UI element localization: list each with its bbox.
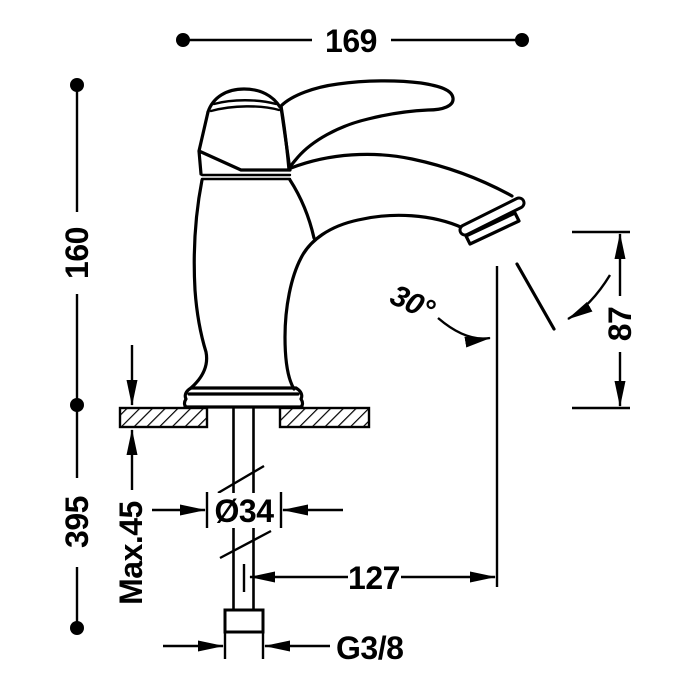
faucet-body [182, 79, 526, 409]
body-joint-lines [200, 173, 292, 181]
dim-label-spout-reach: 127 [348, 560, 400, 596]
dim-label-hole-diameter: Ø34 [215, 493, 275, 529]
dimension-height-above-deck: 160 [59, 78, 95, 412]
rotation-arc-arrow [567, 274, 612, 321]
angle-arc-arrow [437, 317, 491, 348]
dimension-inlet-thread: G3/8 [163, 630, 404, 666]
base-escutcheon [182, 386, 305, 409]
dimension-height-below-deck: 395 [59, 405, 95, 635]
deck-hatch-right [278, 406, 371, 429]
lever-handle [279, 79, 455, 172]
countertop-section [118, 406, 371, 429]
dim-label-height-below-deck: 395 [59, 496, 95, 548]
dimension-hole-diameter: Ø34 [152, 492, 343, 529]
aerator-nozzle [464, 211, 521, 246]
dome-band-2 [209, 105, 281, 113]
dim-label-inlet-thread: G3/8 [336, 630, 403, 666]
thread-ticks [223, 633, 265, 659]
label-backing [209, 493, 279, 528]
pipe-break-slashes [217, 464, 272, 560]
dimension-overall-length: 169 [176, 23, 529, 59]
stream-direction-line [515, 262, 556, 331]
supply-pipe [217, 407, 272, 634]
dim-label-height-above-deck: 160 [59, 227, 95, 279]
aerator-flange-inner [461, 199, 523, 234]
spout-underside-and-body-right [283, 213, 465, 391]
deck-hatch-left [118, 406, 209, 429]
dimension-outlet-height: 87 [572, 230, 638, 410]
bonnet [197, 105, 292, 176]
dim-label-overall-length: 169 [325, 23, 377, 59]
dim-label-outlet-height: 87 [602, 307, 638, 342]
inlet-nut [223, 608, 265, 634]
neck-right-edge [288, 178, 316, 240]
handle-dome [206, 87, 282, 114]
dimension-max-deck-thickness: Max.45 [113, 345, 149, 605]
dome-band-1 [212, 99, 278, 106]
spray-angle-construction: 30° [385, 262, 612, 587]
body-left-edge [189, 178, 209, 390]
dim-label-outlet-angle: 30° [385, 279, 440, 328]
spout-top-edge [289, 152, 514, 198]
dim-label-max-deck-thickness: Max.45 [113, 501, 149, 605]
outlet-height-ticks [572, 230, 630, 410]
dimension-spout-reach: 127 [242, 560, 496, 596]
hole-diameter-ticks [205, 492, 283, 528]
